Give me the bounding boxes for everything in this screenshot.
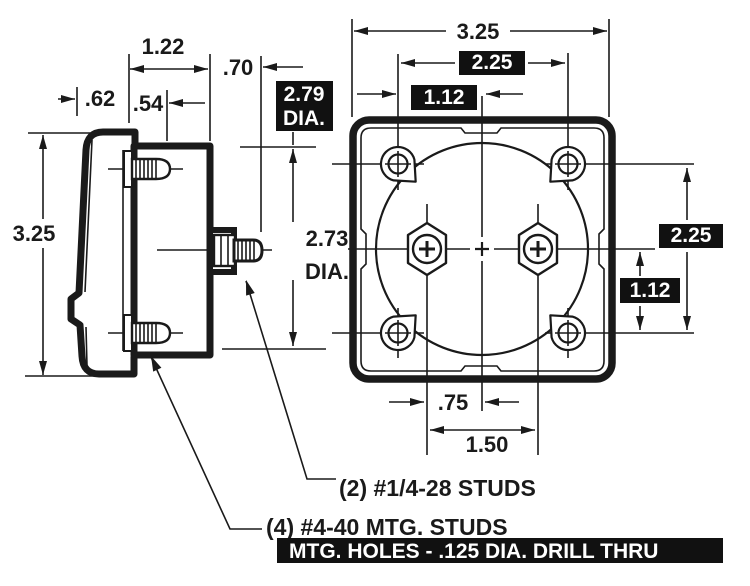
dim-rear-stud: .70 — [223, 55, 254, 80]
rear-dimensions: 3.25 2.25 1.12 2.25 1.12 — [351, 19, 723, 457]
dim-body-dia-unit: DIA. — [305, 259, 349, 284]
dim-side-height: 3.25 — [13, 221, 56, 246]
stud-column-lines — [426, 204, 539, 455]
leader-arrowhead — [151, 356, 162, 372]
mtg-hole-bottom-left — [379, 314, 417, 352]
dim-rear-width: 3.25 — [457, 19, 500, 44]
mounting-stud-top — [108, 150, 183, 188]
leader-studs2 — [245, 280, 336, 480]
terminal-stud-left — [406, 221, 448, 277]
case-inner-outline — [360, 127, 605, 372]
badge-bezel-dia-value: 2.79 — [284, 83, 325, 106]
badge-hole-span-v: 2.25 — [659, 224, 723, 248]
dim-case-depth: 1.22 — [142, 34, 185, 59]
rear-stud-assembly — [207, 227, 264, 275]
badge-hole-half-h-value: 1.12 — [424, 86, 465, 109]
badge-hole-span-v-value: 2.25 — [671, 224, 712, 247]
terminal-stud-right — [517, 221, 559, 277]
dim-stud-half: .75 — [438, 390, 469, 415]
leader-studs4 — [150, 356, 262, 530]
dim-stud-span: 1.50 — [466, 432, 509, 457]
dim-body-dia-value: 2.73 — [306, 226, 349, 251]
badge-hole-half-v: 1.12 — [620, 278, 680, 303]
badge-bezel-diameter: 2.79 DIA. — [276, 81, 333, 131]
mtg-hole-bottom-right — [549, 314, 587, 352]
note-studs4: (4) #4-40 MTG. STUDS — [266, 514, 508, 540]
dim-front-depth: .62 — [85, 86, 116, 111]
mounting-stud-bottom — [108, 314, 183, 352]
mtg-holes-bar: MTG. HOLES - .125 DIA. DRILL THRU — [277, 538, 723, 563]
badge-hole-half-v-value: 1.12 — [630, 279, 671, 302]
hex-nut-side — [212, 233, 237, 268]
leader-arrowhead — [246, 280, 255, 296]
badge-hole-span-h-value: 2.25 — [472, 51, 513, 74]
dim-stud-length: .54 — [133, 91, 164, 116]
bezel-inner-edge — [84, 139, 93, 367]
badge-hole-span-h: 2.25 — [459, 51, 525, 75]
center-stud — [232, 238, 264, 263]
hole-row-lines — [332, 163, 694, 334]
mtg-hole-top-left — [379, 145, 417, 183]
center-mark — [475, 242, 489, 256]
badge-hole-half-h: 1.12 — [411, 85, 477, 110]
side-view — [67, 128, 272, 378]
mtg-holes-bar-text: MTG. HOLES - .125 DIA. DRILL THRU — [289, 540, 658, 563]
hole-column-lines — [397, 53, 569, 358]
side-dimensions: 3.25 .62 .54 1.22 .70 2.79 DIA. 2.73 DIA… — [13, 34, 349, 377]
rear-view — [332, 53, 694, 455]
mtg-hole-top-right — [549, 145, 587, 183]
callouts: (2) #1/4-28 STUDS (4) #4-40 MTG. STUDS M… — [150, 280, 723, 563]
badge-bezel-dia-unit: DIA. — [283, 107, 325, 130]
note-studs2: (2) #1/4-28 STUDS — [339, 475, 536, 501]
